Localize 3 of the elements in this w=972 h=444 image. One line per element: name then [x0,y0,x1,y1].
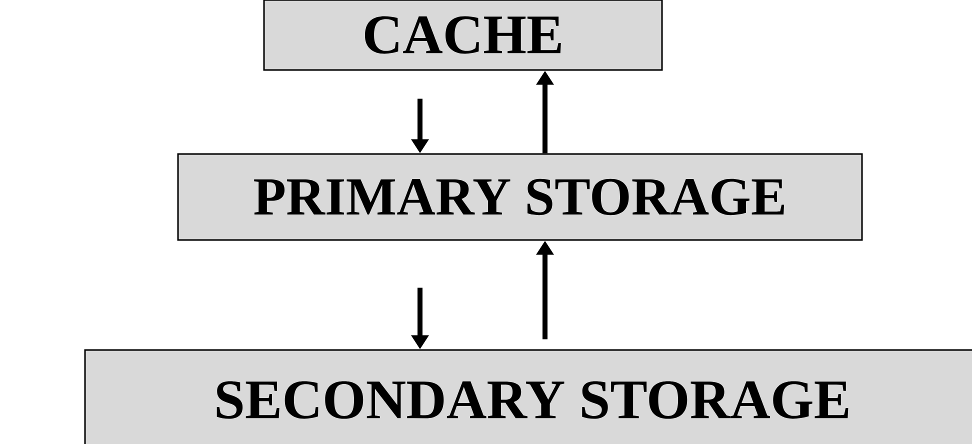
storage-box: PRIMARY STORAGE [177,153,863,241]
storage-box: SECONDARY STORAGE [84,349,972,444]
storage-box: CACHE [263,0,663,71]
